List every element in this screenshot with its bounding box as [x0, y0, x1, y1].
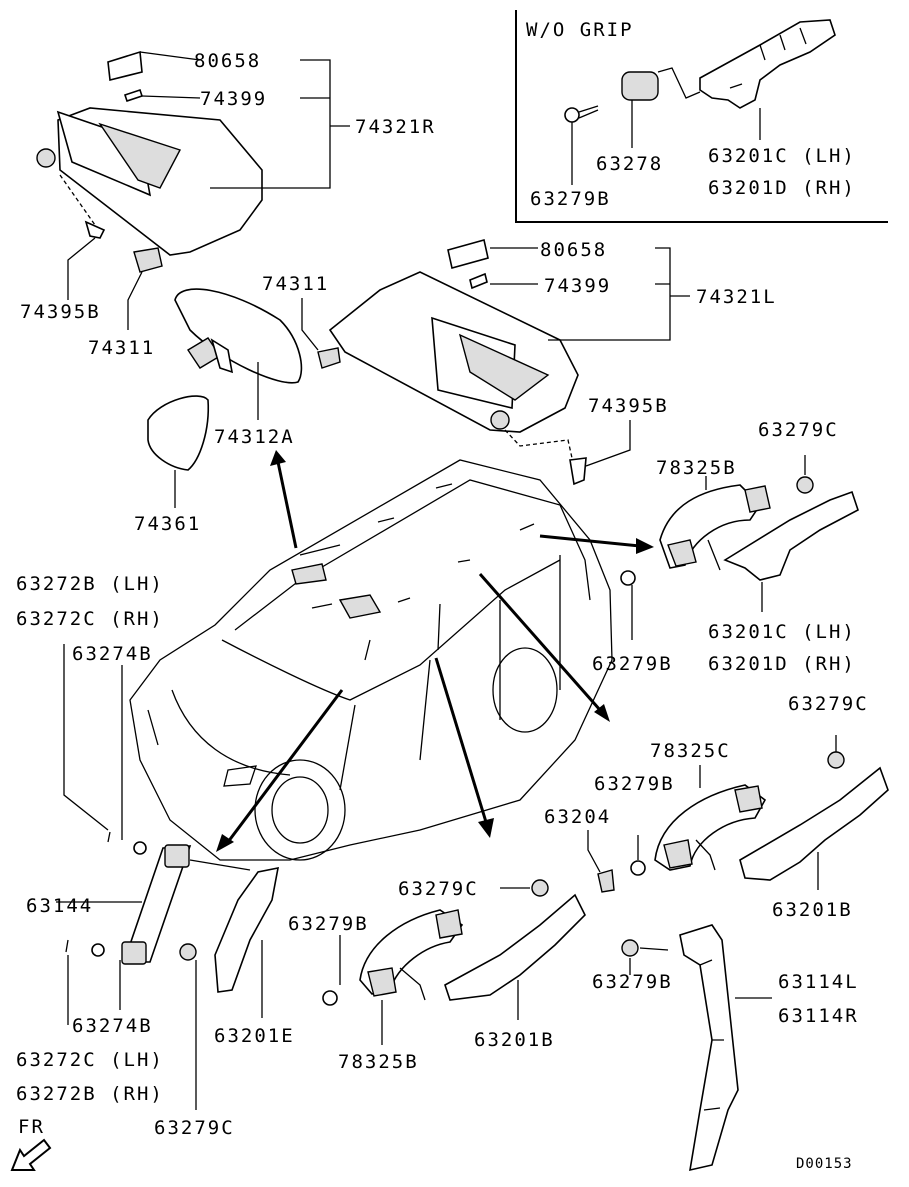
bracket-63201c-inset: [699, 19, 836, 109]
label-63114r: 63114R: [778, 1005, 859, 1027]
label-63272c-rh: 63272C (RH): [16, 608, 164, 630]
rear-view-mirror: 74312A 74361 74311: [134, 273, 341, 535]
front-direction-indicator: FR: [10, 1116, 52, 1171]
label-63278: 63278: [596, 153, 663, 175]
label-74311-b: 74311: [262, 273, 329, 295]
assist-grip-78325c: 78325C 63279C 63279B 63204 63201B: [544, 693, 889, 921]
cap-63278: [621, 71, 659, 101]
label-63279b-inset: 63279B: [530, 188, 611, 210]
label-63201c-inset: 63201C (LH): [708, 145, 856, 167]
label-78325b-a: 78325B: [656, 457, 737, 479]
sun-visor-left: 80658 74399 74321L 74395B: [328, 239, 777, 486]
label-63201d-inset: 63201D (RH): [708, 177, 856, 199]
clip-74399-a: [123, 88, 144, 103]
label-63114l: 63114L: [778, 971, 859, 993]
label-78325b-b: 78325B: [338, 1051, 419, 1073]
label-63279c-c: 63279C: [398, 878, 479, 900]
seatbelt-anchor-63144: 63144 63272B (LH) 63272C (RH) 63274B 632…: [16, 573, 295, 1139]
vehicle-outline: [129, 459, 613, 861]
label-74321l: 74321L: [696, 286, 777, 308]
label-74399-a: 74399: [200, 88, 267, 110]
label-78325c: 78325C: [650, 740, 731, 762]
sun-visor-right: 80658 74399 74321R 74395B 74311: [20, 50, 436, 359]
fr-label: FR: [18, 1116, 45, 1138]
label-63201b-a: 63201B: [772, 899, 853, 921]
label-74361: 74361: [134, 513, 201, 535]
label-80658-a: 80658: [194, 50, 261, 72]
label-63272c-lh: 63272C (LH): [16, 1049, 164, 1071]
label-63272b-rh: 63272B (RH): [16, 1083, 164, 1105]
label-63279b-b: 63279B: [592, 653, 673, 675]
label-63279b-c: 63279B: [594, 773, 675, 795]
cover-74361: [147, 395, 210, 471]
label-63272b-lh: 63272B (LH): [16, 573, 164, 595]
clip-74399-b: [469, 272, 488, 290]
label-63201c-b: 63201C (LH): [708, 621, 856, 643]
fr-arrow-icon: [10, 1138, 52, 1171]
inset-wo-grip: W/O GRIP 63278 63279B 63201C (LH) 63201D…: [515, 10, 888, 223]
pad-80658-b: [447, 239, 489, 269]
label-63274b-b: 63274B: [72, 1015, 153, 1037]
label-74311-a: 74311: [88, 337, 155, 359]
label-74312a: 74312A: [214, 426, 295, 448]
label-74399-b: 74399: [544, 275, 611, 297]
label-74395b-b: 74395B: [588, 395, 669, 417]
label-63279b-e: 63279B: [592, 971, 673, 993]
label-63274b-a: 63274B: [72, 643, 153, 665]
assist-grip-78325b-lower: 63279C 63279B 78325B 63201B: [288, 878, 586, 1073]
label-63201b-b: 63201B: [474, 1029, 555, 1051]
label-80658-b: 80658: [540, 239, 607, 261]
label-63279c-b: 63279C: [788, 693, 869, 715]
label-63279b-d: 63279B: [288, 913, 369, 935]
label-63279c-d: 63279C: [154, 1117, 235, 1139]
label-63201d-b: 63201D (RH): [708, 653, 856, 675]
callout-arrows: [216, 450, 654, 852]
label-74395b-a: 74395B: [20, 301, 101, 323]
diagram-code: D00153: [796, 1156, 853, 1172]
screw-63279b-inset: [564, 105, 599, 123]
clip-63204: [597, 869, 615, 893]
pad-80658-a: [107, 50, 143, 81]
label-63144: 63144: [26, 895, 93, 917]
inset-title: W/O GRIP: [526, 19, 634, 41]
label-63201e: 63201E: [214, 1025, 295, 1047]
label-63279c-a: 63279C: [758, 419, 839, 441]
assist-grip-78325b-upper: 78325B 63279C 63201C (LH) 63201D (RH) 63…: [592, 419, 859, 675]
pillar-trim-63114: 63279B 63114L 63114R: [592, 924, 859, 1172]
label-63204: 63204: [544, 806, 611, 828]
label-74321r: 74321R: [355, 116, 436, 138]
